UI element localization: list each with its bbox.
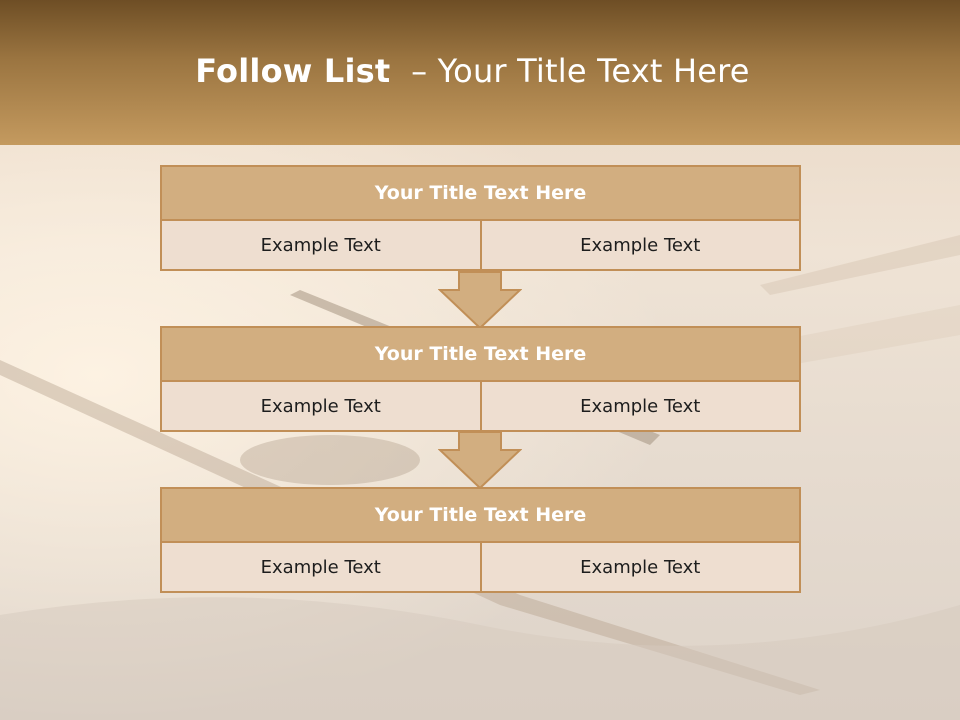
flow-box-3: Your Title Text Here Example Text Exampl… [160, 487, 801, 593]
flow-box-cell-left: Example Text [160, 382, 482, 432]
flow-box-title: Your Title Text Here [160, 165, 801, 221]
flow-box-row: Example Text Example Text [160, 543, 801, 593]
slide-header [0, 0, 960, 145]
flow-box-cell-right: Example Text [481, 382, 801, 432]
flow-box-2: Your Title Text Here Example Text Exampl… [160, 326, 801, 432]
slide-title: Follow List – Your Title Text Here [0, 52, 945, 90]
title-bold: Follow List [195, 52, 391, 90]
flow-box-cell-left: Example Text [160, 221, 482, 271]
flow-box-title: Your Title Text Here [160, 487, 801, 543]
flow-box-cell-right: Example Text [481, 221, 801, 271]
down-arrow-icon [438, 431, 522, 490]
flow-box-cell-right: Example Text [481, 543, 801, 593]
title-rest: – Your Title Text Here [411, 52, 750, 90]
flow-box-cell-left: Example Text [160, 543, 482, 593]
flow-box-row: Example Text Example Text [160, 221, 801, 271]
down-arrow-icon [438, 271, 522, 330]
flow-box-title: Your Title Text Here [160, 326, 801, 382]
flow-box-row: Example Text Example Text [160, 382, 801, 432]
flow-box-1: Your Title Text Here Example Text Exampl… [160, 165, 801, 271]
